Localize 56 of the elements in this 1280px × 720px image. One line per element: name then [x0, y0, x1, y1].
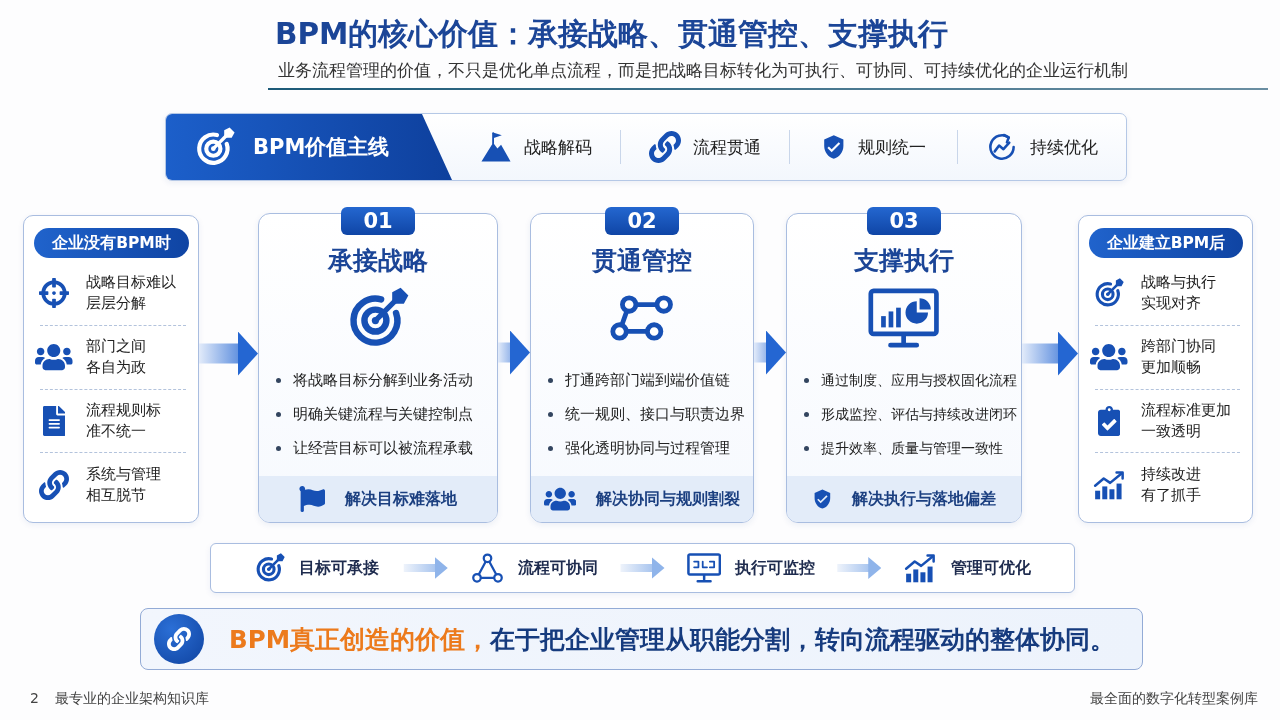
flow-text: 执行可监控: [735, 557, 815, 579]
benefit-text: 流程标准更加一致透明: [1141, 399, 1232, 442]
result-text: 解决目标难落地: [345, 488, 457, 510]
issue-text: 系统与管理相互脱节: [86, 463, 162, 506]
bullet-text: 打通跨部门端到端价值链: [548, 370, 730, 390]
block-arrow: [754, 330, 786, 375]
issue-text: 流程规则标准不统一: [86, 399, 162, 442]
result-text: 解决协同与规则割裂: [596, 488, 741, 510]
footer-text: 最全面的数字化转型案例库: [1090, 689, 1258, 707]
step-title: 支撑执行: [854, 245, 954, 277]
bullet-text: 通过制度、应用与授权固化流程: [804, 370, 1017, 390]
flow-text: 目标可承接: [299, 557, 380, 579]
flow-text: 管理可优化: [951, 557, 1032, 579]
banner-title: BPM价值主线: [253, 134, 390, 161]
benefit-text: 持续改进有了抓手: [1141, 463, 1202, 506]
flow-arrow: [403, 557, 448, 579]
bullet-text: 形成监控、评估与持续改进闭环: [804, 404, 1017, 424]
step-title: 贯通管控: [592, 245, 692, 277]
step-title: 承接战略: [328, 245, 428, 277]
bullet-text: 让经营目标可以被流程承载: [276, 438, 473, 458]
page-title: BPM的核心价值：承接战略、贯通管控、支撑执行: [275, 16, 949, 53]
benefit-text: 跨部门协同更加顺畅: [1141, 336, 1217, 379]
block-arrow: [199, 331, 258, 376]
value-label: 战略解码: [523, 135, 592, 159]
benefit-text: 战略与执行实现对齐: [1141, 272, 1217, 315]
step-number: 03: [867, 207, 941, 235]
block-arrow: [498, 330, 530, 375]
highlight-text: BPM真正创造的价值，: [229, 623, 490, 656]
statement-bar: [140, 608, 1143, 670]
result-text: 解决执行与落地偏差: [852, 488, 997, 510]
bullet-text: 明确关键流程与关键控制点: [276, 404, 473, 424]
bullet-text: 提升效率、质量与管理一致性: [804, 438, 1003, 458]
bullet-text: 统一规则、接口与职责边界: [548, 404, 745, 424]
bullet-text: 强化透明协同与过程管理: [548, 438, 730, 458]
section-heading: 企业建立BPM后: [1089, 228, 1243, 258]
subtitle: 业务流程管理的价值，不只是优化单点流程，而是把战略目标转化为可执行、可协同、可持续优化的企业运行机制: [278, 60, 1128, 82]
value-label: 持续优化: [1030, 135, 1099, 159]
bullet-text: 将战略目标分解到业务活动: [276, 370, 473, 390]
page-number: 2: [30, 689, 39, 707]
footer-text: 最专业的企业架构知识库: [55, 689, 209, 707]
block-arrow: [1022, 331, 1078, 376]
flow-text: 流程可协同: [517, 557, 598, 579]
flow-bar: [210, 543, 1075, 593]
value-label: 流程贯通: [692, 135, 761, 159]
value-label: 规则统一: [858, 135, 927, 159]
issue-text: 战略目标难以层层分解: [86, 272, 177, 315]
flow-arrow: [620, 557, 665, 579]
issue-text: 部门之间各自为政: [86, 336, 147, 379]
flow-arrow: [837, 557, 882, 579]
section-heading: 企业没有BPM时: [34, 228, 189, 258]
side-panel: [1078, 215, 1253, 523]
step-number: 02: [605, 207, 679, 235]
side-panel: [23, 215, 199, 523]
value-bar: [165, 113, 1127, 181]
statement-text: 在于把企业管理从职能分割，转向流程驱动的整体协同。: [490, 623, 1115, 656]
step-number: 01: [341, 207, 415, 235]
